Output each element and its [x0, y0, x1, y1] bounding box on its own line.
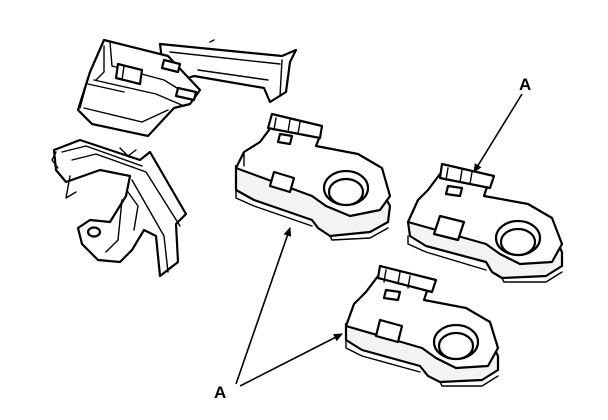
callout-label-bottom-left: A: [214, 383, 226, 402]
arrow-to-clip-right: [473, 93, 523, 173]
clip-right: [406, 162, 564, 283]
clip-center: [234, 112, 392, 241]
clip-bottom: [344, 264, 500, 387]
arrow-to-clip-center: [235, 227, 292, 385]
callout-label-top-right: A: [519, 75, 531, 94]
arrow-to-clip-bottom: [239, 333, 343, 387]
mounting-bracket: [51, 38, 298, 278]
callout-arrows: [235, 93, 523, 387]
